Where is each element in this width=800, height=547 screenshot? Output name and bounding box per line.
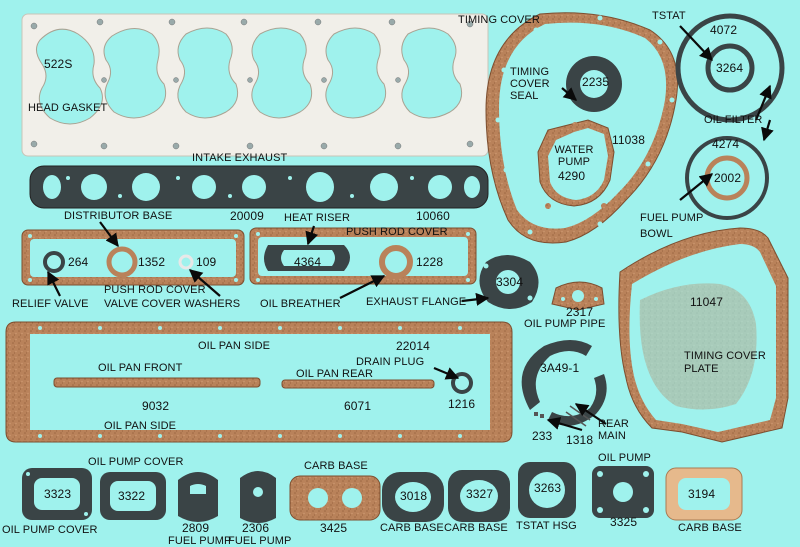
carb-base-2-label: CARB BASE bbox=[444, 522, 508, 534]
fuel-pump-1-label: FUEL PUMP bbox=[168, 535, 232, 547]
oil-pan-rear-gasket bbox=[281, 379, 435, 389]
carb-base-top-label: CARB BASE bbox=[304, 460, 368, 472]
head-gasket bbox=[21, 13, 489, 157]
part-3327-number: 3327 bbox=[466, 487, 494, 501]
rear-main-number: 3A49-1 bbox=[540, 361, 580, 375]
part-3263-number: 3263 bbox=[534, 481, 562, 495]
fuel-pump-gasket-2809 bbox=[178, 472, 218, 522]
oil-pump-pipe-gasket bbox=[551, 281, 605, 311]
oil-pump-pipe-number: 2317 bbox=[566, 305, 594, 319]
carb-base-1-label: CARB BASE bbox=[380, 522, 444, 534]
tstat-label: TSTAT bbox=[652, 10, 686, 22]
oil-breather-label: OIL BREATHER bbox=[260, 298, 341, 310]
push-rod-cover-left bbox=[21, 229, 245, 286]
oil-pump-cover-top-label: OIL PUMP COVER bbox=[88, 456, 184, 468]
drain-plug-label: DRAIN PLUG bbox=[356, 356, 425, 368]
part-2809-number: 2809 bbox=[182, 521, 210, 535]
distributor-number: 1352 bbox=[138, 255, 166, 269]
carb-base-3-label: CARB BASE bbox=[678, 522, 742, 534]
head-gasket-number: 522S bbox=[44, 57, 73, 71]
tstat-housing-gasket bbox=[518, 462, 576, 518]
water-pump-gasket bbox=[537, 119, 615, 209]
water-pump-label: WATER PUMP bbox=[554, 144, 594, 168]
fuel-pump-2-label: FUEL PUMP bbox=[228, 535, 292, 547]
heat-riser-part-number: 4364 bbox=[294, 255, 322, 269]
part-3194-number: 3194 bbox=[688, 487, 716, 501]
tstat-hsg-label: TSTAT HSG bbox=[516, 520, 577, 532]
drain-plug-gasket bbox=[451, 372, 473, 394]
oil-filter-number: 4274 bbox=[712, 137, 740, 151]
oil-pump-cover-gasket-2 bbox=[100, 472, 166, 520]
carb-base-gasket-3018 bbox=[382, 472, 444, 522]
oil-pump-gasket-3325 bbox=[592, 466, 654, 518]
oil-pump-cover-bottom-label: OIL PUMP COVER bbox=[2, 524, 98, 536]
leader-lines bbox=[47, 25, 774, 432]
push-rod-cover-bottom-label: PUSH ROD COVER bbox=[104, 284, 206, 296]
part-3018-number: 3018 bbox=[400, 489, 428, 503]
fuel-pump-bowl-label: FUEL PUMP BOWL bbox=[640, 212, 704, 240]
head-gasket-label: HEAD GASKET bbox=[28, 102, 108, 114]
intake-exhaust-label: INTAKE EXHAUST bbox=[192, 152, 288, 164]
carb-base-gasket-3327 bbox=[448, 470, 510, 522]
timing-plate-number: 11047 bbox=[690, 295, 723, 309]
oil-pan-rear-label: OIL PAN REAR bbox=[296, 368, 373, 380]
timing-cover-number: 11038 bbox=[612, 133, 645, 147]
timing-cover-plate-label: TIMING COVER PLATE bbox=[684, 350, 766, 375]
oil-pan-front-gasket bbox=[53, 377, 261, 388]
oil-pump-cover-gasket bbox=[22, 468, 92, 520]
oil-filter-gasket bbox=[685, 136, 769, 220]
heat-riser-label: HEAT RISER bbox=[284, 212, 350, 224]
fuel-pump-gasket-2306 bbox=[240, 471, 276, 523]
oil-pan-front-label: OIL PAN FRONT bbox=[98, 362, 183, 374]
oil-pan-rear-number: 6071 bbox=[344, 399, 372, 413]
timing-cover-label: TIMING COVER bbox=[458, 14, 540, 26]
valve-cover-washers-label: VALVE COVER WASHERS bbox=[104, 298, 241, 310]
exhaust-flange-gasket bbox=[479, 255, 539, 309]
valve-washer-number: 109 bbox=[196, 255, 217, 269]
fuel-pump-bowl-number: 2002 bbox=[714, 171, 742, 185]
timing-cover-seal-number: 2235 bbox=[582, 75, 610, 89]
part-3325-number: 3325 bbox=[610, 515, 638, 529]
small-233-number: 233 bbox=[532, 429, 553, 443]
part-3323-number: 3323 bbox=[44, 487, 72, 501]
relief-valve-label: RELIEF VALVE bbox=[12, 298, 89, 310]
timing-cover-seal-label: TIMING COVER SEAL bbox=[510, 66, 550, 102]
heat-riser-number: 10060 bbox=[416, 209, 450, 223]
rear-main-seal bbox=[521, 340, 607, 427]
part-3322-number: 3322 bbox=[118, 489, 146, 503]
exhaust-flange-number: 3304 bbox=[496, 275, 524, 289]
small-1318-number: 1318 bbox=[566, 433, 594, 447]
part-3425-number: 3425 bbox=[320, 521, 348, 535]
exhaust-flange-label: EXHAUST FLANGE bbox=[366, 296, 467, 308]
carb-base-gasket-3194 bbox=[665, 467, 743, 521]
oil-pump-top-label: OIL PUMP bbox=[598, 452, 651, 464]
oil-breather-number: 1228 bbox=[416, 255, 444, 269]
tstat-gasket bbox=[675, 13, 785, 123]
distributor-base-label: DISTRIBUTOR BASE bbox=[64, 210, 173, 222]
oil-pan-number: 22014 bbox=[396, 339, 430, 353]
oil-filter-label: OIL FILTER bbox=[704, 114, 763, 126]
push-rod-cover-top-label: PUSH ROD COVER bbox=[346, 226, 448, 238]
oil-pan-side-bottom-label: OIL PAN SIDE bbox=[104, 420, 177, 432]
timing-cover-plate-gasket bbox=[618, 227, 789, 443]
intake-exhaust-gasket bbox=[29, 165, 489, 209]
oil-pan-side-top-label: OIL PAN SIDE bbox=[198, 340, 271, 352]
oil-pan-front-number: 9032 bbox=[142, 399, 170, 413]
relief-valve-number: 264 bbox=[68, 255, 89, 269]
tstat-inner-number: 3264 bbox=[716, 61, 744, 75]
carb-base-gasket-3425 bbox=[289, 475, 381, 521]
intake-exhaust-number: 20009 bbox=[230, 209, 264, 223]
part-2306-number: 2306 bbox=[242, 521, 270, 535]
timing-cover-seal bbox=[566, 56, 622, 112]
water-pump-number: 4290 bbox=[558, 169, 586, 183]
rear-main-label: REAR MAIN bbox=[598, 418, 629, 442]
drain-plug-number: 1216 bbox=[448, 397, 476, 411]
tstat-outer-number: 4072 bbox=[710, 23, 738, 37]
oil-pump-pipe-label: OIL PUMP PIPE bbox=[524, 318, 606, 330]
